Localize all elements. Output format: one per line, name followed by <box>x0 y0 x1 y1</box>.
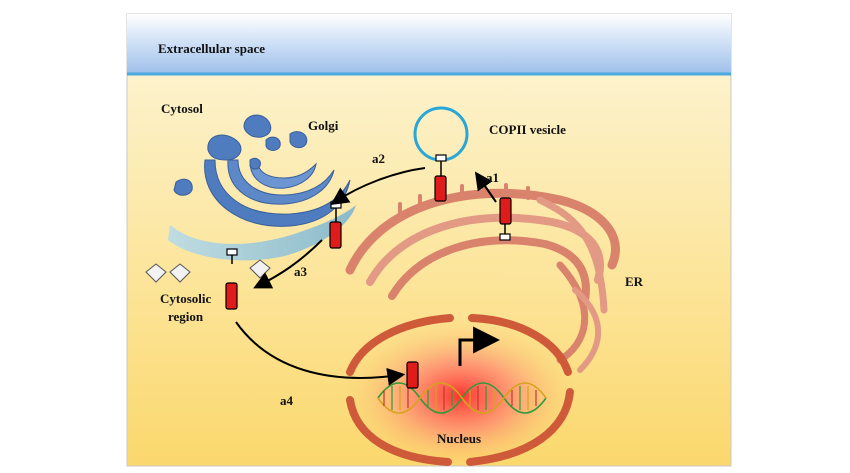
copii-vesicle-label: COPII vesicle <box>489 122 566 137</box>
cytosolic-region-label-line1: Cytosolic <box>160 291 212 306</box>
cytosol-label: Cytosol <box>161 101 203 116</box>
step-a4-label: a4 <box>280 393 294 408</box>
protein-in-er <box>499 197 512 241</box>
step-a3-label: a3 <box>294 264 308 279</box>
protein-in-vesicle <box>434 154 447 202</box>
cleaved-stub <box>226 248 238 264</box>
arrow-a3 <box>253 239 323 289</box>
er-label: ER <box>625 274 644 289</box>
golgi-label: Golgi <box>308 118 339 133</box>
nucleus <box>340 310 580 466</box>
golgi-apparatus <box>168 114 356 261</box>
arrow-a1 <box>474 171 497 203</box>
arrow-a4 <box>235 321 406 386</box>
arrow-a2 <box>330 167 426 206</box>
cytosolic-region-label-line2: region <box>168 309 204 324</box>
extracellular-label: Extracellular space <box>158 41 265 56</box>
transcription-start-arrow <box>458 326 501 366</box>
protein-cytosolic <box>225 282 238 310</box>
nucleus-label: Nucleus <box>437 431 481 446</box>
protein-in-nucleus <box>406 361 419 389</box>
small-vesicles <box>145 259 271 283</box>
endoplasmic-reticulum <box>345 182 620 373</box>
step-a1-label: a1 <box>486 170 499 185</box>
extracellular-band <box>127 14 731 74</box>
step-a2-label: a2 <box>372 151 385 166</box>
